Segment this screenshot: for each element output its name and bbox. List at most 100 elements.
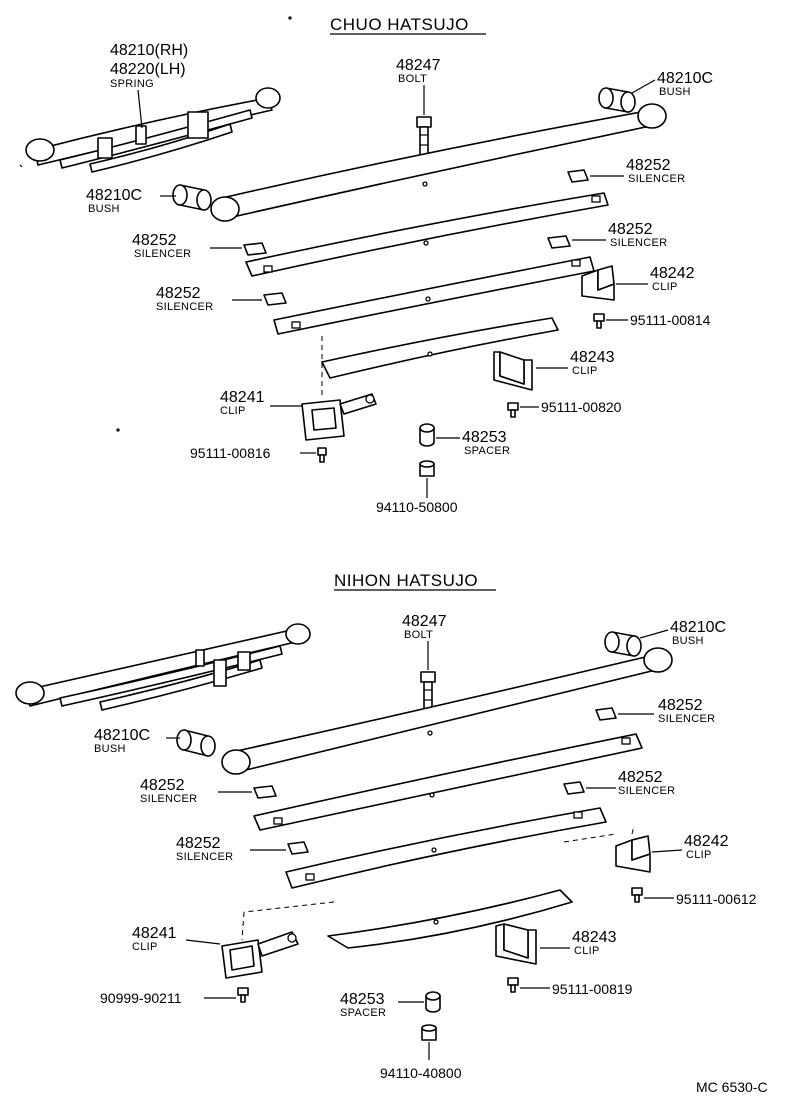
drawing-reference: MC 6530-C (696, 1079, 768, 1095)
leaf-2 (245, 192, 609, 277)
silencer-1-label: SILENCER (658, 713, 715, 725)
clip-48242-label: CLIP (652, 281, 678, 293)
silencer-4 (263, 292, 287, 306)
bush-right-number: 48210C (657, 70, 713, 87)
silencer-3-number: 48252 (618, 769, 663, 786)
bush-left-label: BUSH (94, 743, 126, 755)
screw-c-number: 95111-00816 (190, 445, 271, 461)
bush-right-number: 48210C (670, 619, 726, 636)
silencer-3-label: SILENCER (618, 785, 675, 797)
clip-48243 (495, 923, 537, 965)
leaf-2 (253, 733, 643, 831)
clip-48241 (221, 931, 299, 979)
silencer-4-number: 48252 (156, 285, 201, 302)
screw-c (317, 447, 327, 463)
leaf-3 (285, 807, 607, 889)
bush-left-number: 48210C (86, 187, 142, 204)
main-leaf (210, 103, 667, 222)
spacer-label: SPACER (464, 445, 510, 457)
clip-48242 (615, 835, 651, 873)
silencer-1-number: 48252 (658, 697, 703, 714)
silencer-4-label: SILENCER (176, 851, 233, 863)
section-title: NIHON HATSUJO (334, 571, 478, 590)
silencer-2-label: SILENCER (134, 248, 191, 260)
nut (419, 460, 435, 477)
silencer-1 (595, 707, 617, 721)
section-chuo-hatsujo: CHUO HATSUJO 48210(RH) 48220(LH) SPRING … (19, 15, 713, 515)
alignment-line-3 (631, 825, 635, 835)
clip-48243-label: CLIP (574, 945, 600, 957)
clip-48242-label: CLIP (686, 849, 712, 861)
silencer-3 (547, 235, 571, 249)
silencer-2 (253, 785, 277, 799)
spacer-number: 48253 (340, 991, 385, 1008)
spring-rh-number: 48210(RH) (110, 42, 188, 59)
clip-48243-number: 48243 (570, 349, 615, 366)
screw-b (237, 987, 249, 1003)
silencer-2-number: 48252 (140, 777, 185, 794)
silencer-4 (287, 841, 309, 855)
bush-right (598, 87, 636, 113)
clip-48243-label: CLIP (572, 365, 598, 377)
clip-48241-number: 48241 (132, 925, 177, 942)
clip-48243 (493, 351, 533, 391)
clip-48242-number: 48242 (684, 833, 729, 850)
alignment-line-5 (241, 911, 245, 941)
screw-a-number: 95111-00612 (676, 891, 757, 907)
silencer-2-label: SILENCER (140, 793, 197, 805)
silencer-1 (567, 169, 589, 183)
bolt-number: 48247 (402, 613, 447, 630)
silencer-2 (243, 242, 267, 256)
bush-left-number: 48210C (94, 727, 150, 744)
bush-left (176, 729, 216, 757)
bolt-number: 48247 (396, 57, 441, 74)
screw-b (507, 402, 519, 418)
clip-48241 (301, 393, 377, 441)
nut-number: 94110-40800 (380, 1065, 462, 1081)
silencer-4-label: SILENCER (156, 301, 213, 313)
bush-left (172, 184, 212, 211)
spacer-label: SPACER (340, 1007, 386, 1019)
alignment-line-2 (563, 833, 617, 843)
bolt-label: BOLT (398, 73, 427, 85)
silencer-3-label: SILENCER (610, 237, 667, 249)
bush-right-label: BUSH (659, 86, 691, 98)
screw-a (593, 313, 605, 329)
screw-b-number: 95111-00820 (541, 399, 622, 415)
bush-left-label: BUSH (88, 203, 120, 215)
spacer-number: 48253 (462, 429, 507, 446)
alignment-line-4 (243, 901, 335, 913)
silencer-1-number: 48252 (626, 157, 671, 174)
nut (421, 1024, 437, 1041)
bush-right (604, 631, 642, 657)
screw-a (631, 887, 643, 903)
screw-c-number: 95111-00819 (552, 981, 633, 997)
assembled-spring-illustration (15, 623, 311, 711)
clip-48242-number: 48242 (650, 265, 695, 282)
screw-c (507, 977, 519, 993)
section-title: CHUO HATSUJO (330, 15, 469, 34)
spacer (419, 423, 435, 447)
clip-48241-number: 48241 (220, 389, 265, 406)
screw-b-number: 90999-90211 (100, 990, 182, 1006)
main-leaf (221, 647, 673, 775)
bolt-label: BOLT (404, 629, 433, 641)
silencer-4-number: 48252 (176, 835, 221, 852)
spring-lh-number: 48220(LH) (110, 61, 186, 78)
spacer (425, 991, 441, 1013)
leaf-4 (321, 317, 559, 379)
silencer-3 (563, 781, 585, 795)
silencer-3-number: 48252 (608, 221, 653, 238)
clip-48241-label: CLIP (220, 405, 246, 417)
section-nihon-hatsujo: NIHON HATSUJO 48247 BOLT (15, 571, 757, 1081)
clip-48241-label: CLIP (132, 941, 158, 953)
assembled-spring-illustration (19, 87, 281, 173)
silencer-2-number: 48252 (132, 232, 177, 249)
nut-number: 94110-50800 (376, 499, 458, 515)
clip-48242 (581, 265, 615, 301)
leaf-4 (327, 889, 573, 949)
silencer-1-label: SILENCER (628, 173, 685, 185)
bush-right-label: BUSH (672, 635, 704, 647)
